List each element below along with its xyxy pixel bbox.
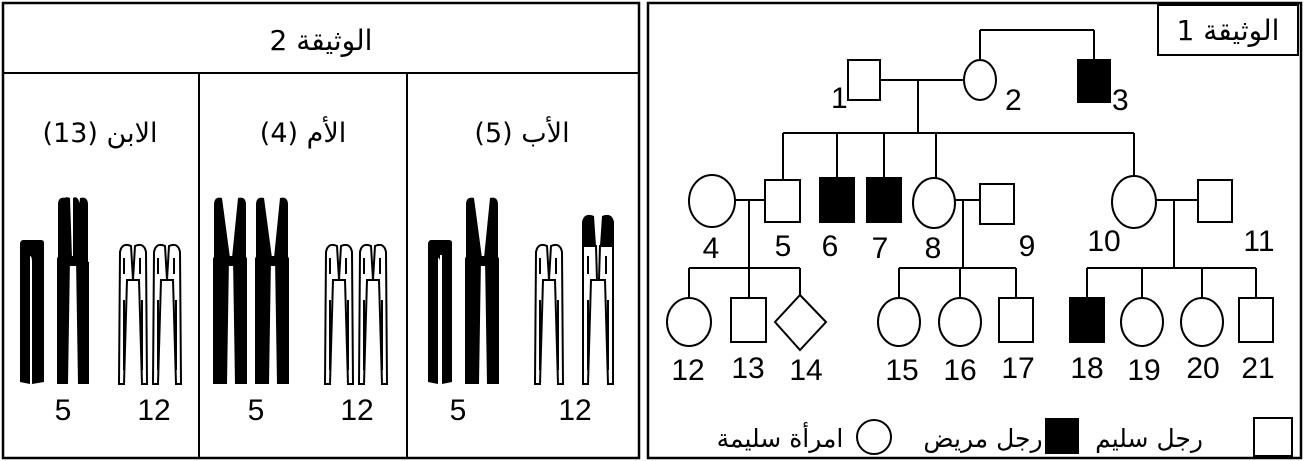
pedigree-legend: امرأة سليمة رجل مريض رجل سليم — [717, 417, 1293, 457]
individual-16-label: 16 — [943, 354, 976, 387]
legend-healthy-man-label: رجل سليم — [1095, 424, 1203, 454]
individual-7-square — [866, 177, 902, 223]
father-chromosome-5-normal — [465, 197, 499, 384]
son-chr12-number: 12 — [137, 394, 170, 427]
son-chromosome-5-truncated — [20, 240, 44, 384]
mother-label: الأم (4) — [260, 115, 346, 149]
doc1-title: الوثيقة 1 — [1177, 14, 1280, 47]
doc2-panel: الوثيقة 2 الابن (13) الأم (4) الأب (5) — [1, 1, 641, 460]
individual-20-circle — [1180, 297, 1224, 347]
individual-9-label: 9 — [1019, 230, 1036, 263]
individual-17-square — [998, 297, 1034, 343]
individual-18-square — [1069, 297, 1105, 343]
individual-16-circle — [938, 297, 982, 347]
individual-2-label: 2 — [1005, 84, 1022, 117]
mother-chromosomes — [213, 197, 389, 385]
individual-19-label: 19 — [1127, 354, 1160, 387]
legend-healthy-woman-circle-icon — [856, 419, 892, 455]
mother-chromosome-12-pair — [323, 243, 389, 385]
individual-14-label: 14 — [789, 354, 822, 387]
individual-8-label: 8 — [925, 232, 942, 265]
mother-chromosome-5-a — [213, 197, 247, 384]
son-chr5-number: 5 — [55, 394, 72, 427]
individual-21-square — [1238, 297, 1274, 343]
individual-3-label: 3 — [1112, 84, 1129, 117]
individual-11-square — [1197, 179, 1233, 223]
individual-19-circle — [1120, 297, 1164, 347]
individual-7-label: 7 — [872, 232, 889, 265]
mother-chr5-number: 5 — [248, 394, 265, 427]
individual-3-square — [1077, 59, 1111, 103]
individual-6-label: 6 — [822, 230, 839, 263]
individual-11-label: 11 — [1243, 225, 1274, 258]
individual-15-circle — [877, 297, 921, 347]
individual-5-label: 5 — [775, 230, 792, 263]
individual-13-square — [730, 297, 767, 343]
doc1-frame — [646, 1, 1303, 460]
individual-4-label: 4 — [703, 232, 720, 265]
individual-15-label: 15 — [885, 354, 918, 387]
individual-14-diamond — [773, 293, 828, 352]
father-chromosome-5-truncated — [428, 240, 452, 384]
individual-18-label: 18 — [1070, 352, 1103, 385]
individual-9-square — [979, 183, 1015, 225]
individual-20-label: 20 — [1186, 352, 1219, 385]
doc1-title-box — [1157, 4, 1299, 56]
individual-1-square — [847, 59, 881, 101]
mother-chromosome-5-b — [255, 197, 289, 384]
father-chromosome-12-translocated — [582, 214, 614, 385]
mother-chr12-number: 12 — [340, 394, 373, 427]
individual-10-circle — [1111, 175, 1157, 229]
individual-1-label: 1 — [831, 82, 848, 115]
individual-12-label: 12 — [671, 354, 704, 387]
father-chromosomes — [428, 197, 614, 385]
son-label: الابن (13) — [43, 118, 158, 149]
father-chromosome-12-normal — [533, 243, 565, 385]
legend-healthy-man-square-icon — [1253, 417, 1293, 457]
son-chromosome-5-normal — [57, 197, 89, 384]
individual-2-circle — [963, 59, 997, 101]
individual-17-label: 17 — [1001, 352, 1034, 385]
pedigree-lines — [688, 29, 1257, 300]
individual-4-circle — [688, 174, 736, 228]
father-chr5-number: 5 — [450, 394, 467, 427]
doc2-title: الوثيقة 2 — [270, 24, 373, 57]
legend-affected-man-label: رجل مريض — [923, 424, 1042, 453]
son-chromosomes — [20, 197, 183, 385]
individual-5-square — [764, 179, 801, 223]
son-chromosome-12-pair — [117, 243, 183, 385]
individual-21-label: 21 — [1241, 352, 1274, 385]
doc2-frame — [1, 1, 641, 460]
father-chr12-number: 12 — [558, 394, 591, 427]
individual-6-square — [819, 177, 855, 223]
individual-13-label: 13 — [731, 352, 764, 385]
legend-healthy-woman-label: امرأة سليمة — [717, 421, 844, 453]
individual-10-label: 10 — [1087, 225, 1120, 258]
individual-8-circle — [912, 177, 956, 229]
doc1-panel: الوثيقة 1 — [646, 1, 1303, 460]
individual-12-circle — [666, 297, 712, 347]
legend-affected-man-square-icon — [1045, 418, 1079, 454]
father-label: الأب (5) — [474, 115, 569, 149]
